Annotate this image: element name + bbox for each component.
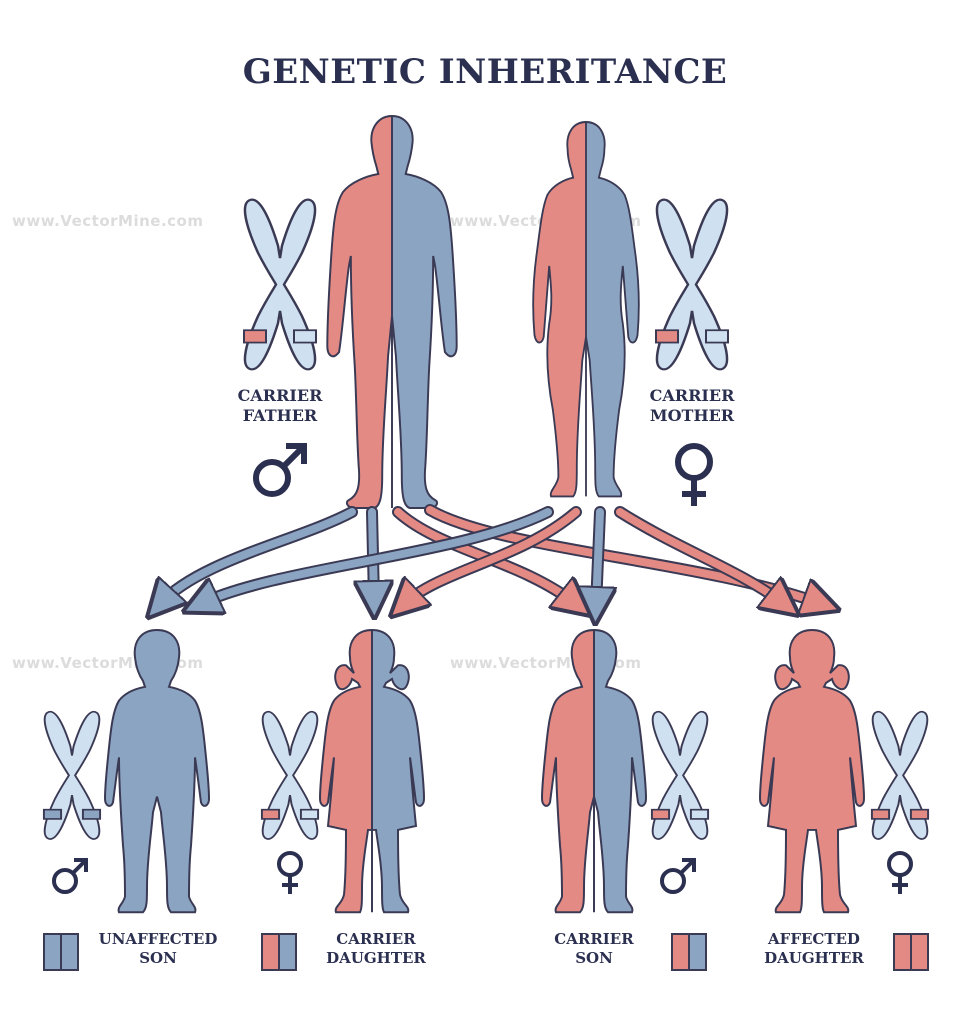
watermark: www.VectorMine.com bbox=[12, 212, 204, 230]
affected-daughter-figure bbox=[759, 629, 865, 914]
legend-square-unaffected bbox=[43, 933, 79, 971]
unaffected-son-chromosome bbox=[42, 710, 102, 840]
female-symbol-icon bbox=[887, 851, 913, 894]
child-label-carrier-son: CARRIER SON bbox=[524, 930, 664, 968]
carrier-son-chromosome bbox=[650, 710, 710, 840]
male-symbol-icon bbox=[660, 858, 696, 894]
mother-label: CARRIER MOTHER bbox=[622, 386, 762, 426]
female-symbol-icon bbox=[277, 851, 303, 894]
carrier-daughter-chromosome bbox=[260, 710, 320, 840]
carrier-daughter-figure bbox=[319, 629, 425, 914]
child-label-line2: DAUGHTER bbox=[764, 948, 864, 967]
inheritance-arrows bbox=[160, 504, 822, 606]
carrier-son-figure bbox=[541, 629, 647, 914]
child-label-unaffected-son: UNAFFECTED SON bbox=[88, 930, 228, 968]
child-label-line2: SON bbox=[575, 948, 613, 967]
male-symbol-icon bbox=[253, 443, 307, 497]
father-chromosome bbox=[243, 198, 317, 371]
female-symbol-icon bbox=[675, 443, 713, 506]
legend-square-carrier-son bbox=[671, 933, 707, 971]
mother-chromosome bbox=[655, 198, 729, 371]
child-label-line1: CARRIER bbox=[554, 930, 634, 948]
mother-label-line2: MOTHER bbox=[649, 406, 735, 425]
child-label-affected-daughter: AFFECTED DAUGHTER bbox=[744, 930, 884, 968]
child-label-line1: UNAFFECTED bbox=[98, 930, 218, 948]
child-label-line1: CARRIER bbox=[336, 930, 416, 948]
male-symbol-icon bbox=[52, 858, 88, 894]
father-figure bbox=[326, 115, 458, 509]
father-label-line2: FATHER bbox=[242, 406, 318, 425]
diagram-title: GENETIC INHERITANCE bbox=[242, 52, 728, 92]
affected-daughter-chromosome bbox=[870, 710, 930, 840]
child-label-line2: SON bbox=[139, 948, 177, 967]
mother-label-line1: CARRIER bbox=[649, 386, 735, 405]
father-label: CARRIER FATHER bbox=[210, 386, 350, 426]
child-label-line2: DAUGHTER bbox=[326, 948, 426, 967]
father-label-line1: CARRIER bbox=[237, 386, 323, 405]
legend-square-affected bbox=[893, 933, 929, 971]
child-label-line1: AFFECTED bbox=[768, 930, 860, 948]
child-label-carrier-daughter: CARRIER DAUGHTER bbox=[306, 930, 446, 968]
unaffected-son-figure bbox=[104, 629, 210, 914]
mother-figure bbox=[532, 121, 640, 498]
legend-square-carrier-daughter bbox=[261, 933, 297, 971]
